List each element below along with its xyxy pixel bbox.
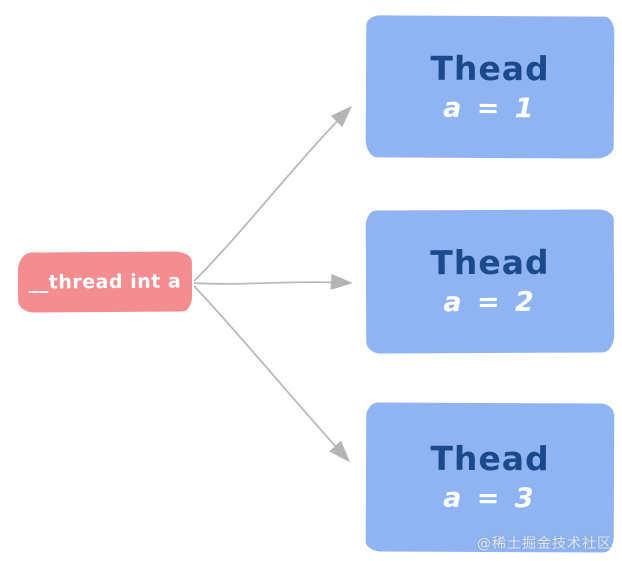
source-node: __thread int a <box>17 251 193 313</box>
thread-node-3-title: Thead <box>430 438 550 479</box>
watermark: @稀土掘金技术社区 <box>477 536 612 552</box>
source-node-label: __thread int a <box>28 270 182 294</box>
thread-node-2-title: Thead <box>430 242 550 283</box>
thread-node-1: Thead a = 1 <box>365 15 615 159</box>
thread-node-1-value: a = 1 <box>443 92 537 125</box>
thread-node-1-title: Thead <box>430 48 550 88</box>
arrow-to-thread-2-icon <box>193 273 353 290</box>
arrow-to-thread-1-icon <box>193 105 353 282</box>
thread-node-3: Thead a = 3 <box>365 402 615 553</box>
thread-node-3-value: a = 3 <box>443 483 537 515</box>
thread-node-2-value: a = 2 <box>443 287 537 319</box>
thread-node-2: Thead a = 2 <box>365 209 615 354</box>
arrow-to-thread-3-icon <box>193 285 351 463</box>
